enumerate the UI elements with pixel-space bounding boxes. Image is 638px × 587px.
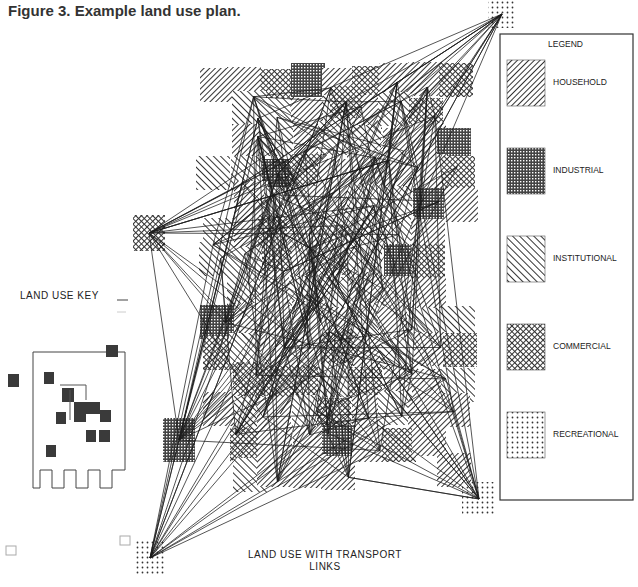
legend-swatch <box>507 412 545 458</box>
legend-label: RECREATIONAL <box>553 430 619 440</box>
figure-title: Figure 3. Example land use plan. <box>8 2 241 19</box>
land-use-key-plan <box>6 300 130 555</box>
land-parcels <box>133 0 516 576</box>
legend-label: INDUSTRIAL <box>553 166 604 176</box>
legend-label: INSTITUTIONAL <box>553 254 617 264</box>
legend-swatch <box>507 324 545 370</box>
legend-swatch <box>507 148 545 194</box>
legend-label: COMMERCIAL <box>553 342 611 352</box>
legend-swatch <box>507 60 545 106</box>
legend-swatch <box>507 236 545 282</box>
drawing-label: LAND USE KEY <box>20 290 99 302</box>
legend-frame <box>500 34 633 500</box>
drawing-label: LAND USE WITH TRANSPORT LINKS <box>240 549 410 572</box>
legend-heading: LEGEND <box>548 40 583 50</box>
transport-links <box>149 14 502 558</box>
legend-label: HOUSEHOLD <box>553 78 607 88</box>
